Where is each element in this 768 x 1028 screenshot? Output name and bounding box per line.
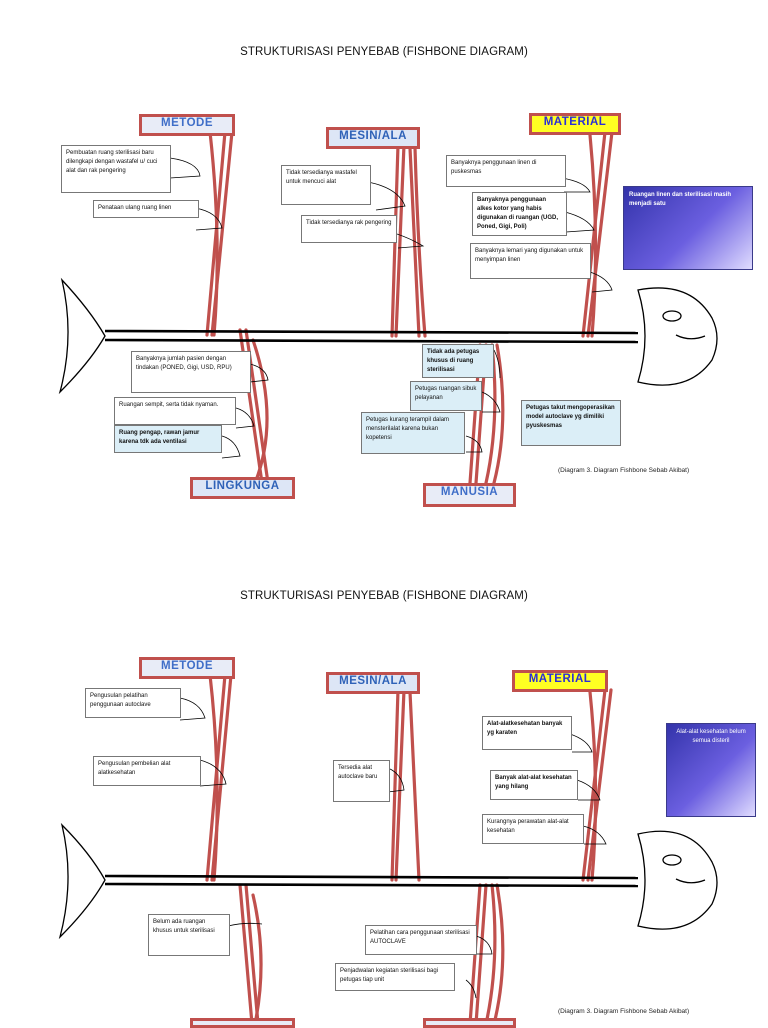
bone-metode-2 (208, 130, 219, 337)
diagram2-title: STRUKTURISASI PENYEBAB (FISHBONE DIAGRAM… (240, 590, 528, 602)
cause2-material-3: Kurangnya perawatan alat-alat kesehatan (482, 814, 584, 844)
diagram1-caption: (Diagram 3. Diagram Fishbone Sebab Akiba… (558, 467, 690, 474)
bone-material-3 (588, 133, 598, 338)
fish-eye-2 (662, 854, 682, 866)
cause-lingkungan-2: Ruangan sempit, serta tidak nyaman. (114, 397, 236, 425)
cause-manusia-2: Petugas ruangan sibuk pelayanan (410, 381, 482, 411)
cause2-bottom-3: Penjadwalan kegiatan sterilisasi bagi pe… (335, 963, 455, 991)
cause-mesin-1: Tidak tersedianya wastafel untuk mencuci… (281, 165, 371, 205)
bone2-metode-3 (208, 673, 219, 882)
fish-head-1 (637, 287, 718, 386)
cause-manusia-4: Petugas takut mengoperasikan model autoc… (521, 400, 621, 446)
bone2-mesin-1 (390, 688, 400, 882)
fish-mouth-1 (675, 334, 706, 340)
category-metode-label: METODE (139, 114, 235, 136)
cause2-bottom-1: Belum ada ruangan khusus untuk sterilisa… (148, 914, 230, 956)
cause-material-1: Banyaknya penggunaan linen di puskesmas (446, 155, 566, 187)
bone2-bottom-right-3 (484, 883, 497, 1024)
bone-manusia-4 (492, 343, 505, 485)
spine-2b (104, 882, 639, 888)
spine-1b (104, 338, 639, 344)
category-mesin-label: MESIN/ALA (326, 127, 420, 149)
bone2-mesin-3 (408, 690, 421, 882)
cause2-metode-2: Pengusulan pembelian alat alatkesehatan (93, 756, 201, 786)
cause2-metode-1: Pengusulan pelatihan penggunaan autoclav… (85, 688, 181, 718)
bone-mesin-2 (394, 143, 406, 338)
cause-metode-2: Penataan ulang ruang linen (93, 200, 199, 218)
cause-material-3: Banyaknya lemari yang digunakan untuk me… (470, 243, 591, 279)
cause2-bottom-2: Pelatihan cara penggunaan sterilisasi AU… (365, 925, 477, 955)
category2-material-label: MATERIAL (512, 670, 608, 692)
fish-eye-1 (662, 310, 682, 322)
category2-bottom-left-box (190, 1018, 295, 1028)
category2-mesin-label: MESIN/ALA (326, 672, 420, 694)
cause-material-2: Banyaknya penggunaan alkes kotor yang ha… (472, 192, 567, 236)
bone2-bottom-left-1 (238, 883, 254, 1024)
cause-mesin-2: Tidak tersedianya rak pengering (301, 215, 397, 243)
fish-mouth-2 (675, 878, 706, 884)
diagram1-title: STRUKTURISASI PENYEBAB (FISHBONE DIAGRAM… (240, 46, 528, 58)
cause2-mesin-1: Tersedia alat autoclave baru (333, 760, 390, 802)
cause-lingkungan-3: Ruang pengap, rawan jamur karena tdk ada… (114, 425, 222, 453)
spine-1 (104, 329, 639, 335)
cause2-material-2: Banyak alat-alat kesehatan yang hilang (490, 770, 578, 800)
bone-lingkungan-3 (251, 338, 269, 485)
cause-metode-1: Pembuatan ruang sterilisasi baru dilengk… (61, 145, 171, 193)
spine-2 (104, 874, 639, 880)
fish-tail-1 (58, 277, 106, 395)
bone2-bottom-right-4 (492, 883, 505, 1024)
bone-material-2 (586, 130, 614, 338)
bone2-material-2 (586, 688, 613, 882)
category-manusia-label: MANUSIA (423, 483, 516, 507)
effect-box-2: Alat-alat kesehatan belum semua disteril (666, 723, 756, 817)
diagram2-caption: (Diagram 3. Diagram Fishbone Sebab Akiba… (558, 1008, 690, 1015)
bone2-bottom-left-2 (244, 883, 260, 1024)
bone2-bottom-right-2 (474, 883, 488, 1024)
bone-mesin-3 (408, 146, 421, 338)
fish-tail-2 (58, 822, 106, 940)
cause-lingkungan-1: Banyaknya jumlah pasien dengan tindakan … (131, 351, 251, 393)
category-lingkungan-label: LINGKUNGA (190, 477, 295, 499)
category2-metode-label: METODE (139, 657, 235, 679)
cause2-material-1: Alat-alatkesehatan banyak yg karaten (482, 716, 572, 750)
category-material-label: MATERIAL (529, 113, 621, 135)
bone2-bottom-left-3 (251, 893, 263, 1024)
effect-box-1: Ruangan linen dan sterilisasi masih menj… (623, 186, 753, 270)
cause-manusia-1: Tidak ada petugas khusus di ruang steril… (422, 344, 494, 378)
bone2-material-3 (588, 690, 598, 882)
category2-bottom-right-box (423, 1018, 516, 1028)
cause-manusia-3: Petugas kurang terampil dalam mensterila… (361, 412, 465, 454)
bone2-mesin-2 (394, 688, 406, 882)
